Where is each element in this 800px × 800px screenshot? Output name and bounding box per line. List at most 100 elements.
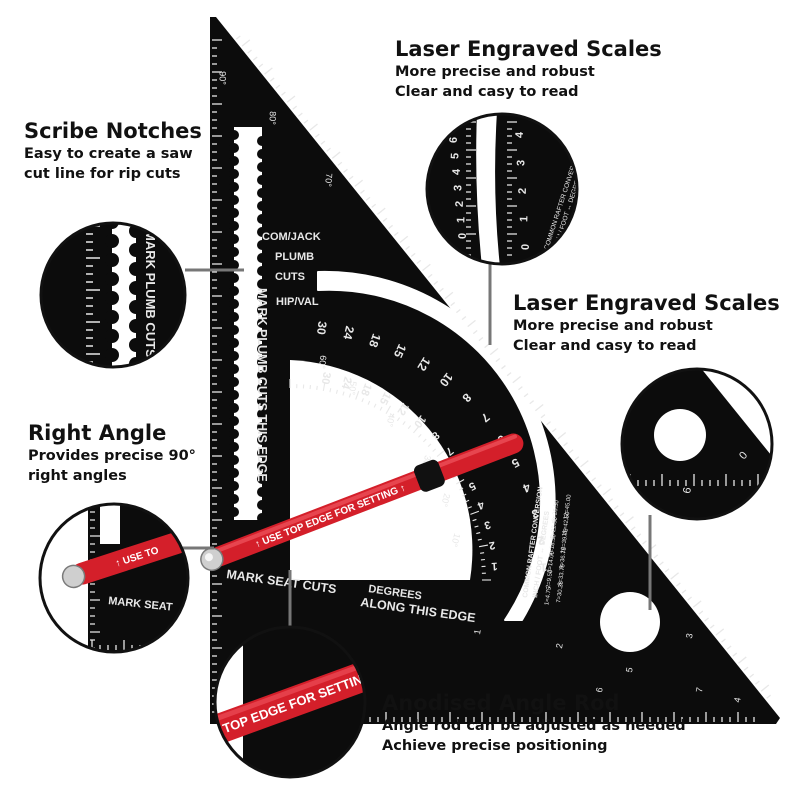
arc-tick xyxy=(474,525,479,528)
notch-tooth-left xyxy=(229,338,239,348)
notch-tooth-right xyxy=(257,253,267,263)
notch-tooth-left xyxy=(229,429,239,439)
connector-lines xyxy=(178,263,652,628)
scale-inner-number: 15 xyxy=(377,390,393,406)
hypotenuse-tick xyxy=(309,123,318,131)
hypotenuse-tick xyxy=(478,337,484,342)
hypotenuse-tick xyxy=(715,628,725,636)
hypotenuse-tick xyxy=(427,273,433,279)
rod-knob[interactable] xyxy=(412,458,446,493)
notch-tooth-right xyxy=(257,292,267,302)
hypotenuse-tick xyxy=(337,161,343,166)
notch-tooth-left xyxy=(229,442,239,452)
notch-tooth-left xyxy=(229,312,239,322)
inset-laser-num: 0 xyxy=(457,233,469,240)
notch-tooth-left xyxy=(229,156,239,166)
hypotenuse-tick xyxy=(258,63,264,68)
hypotenuse-tick xyxy=(444,291,454,300)
inset-laser-num: 5 xyxy=(449,153,461,160)
arc-tick xyxy=(348,393,352,398)
hypotenuse-tick xyxy=(286,95,296,103)
hypotenuse-tick xyxy=(619,512,625,517)
notch-tooth-right xyxy=(257,188,267,198)
arc-tick xyxy=(427,443,432,448)
hypotenuse-tick xyxy=(563,442,568,447)
hypotenuse-tick xyxy=(636,533,642,538)
arc-tick xyxy=(322,381,326,392)
hypotenuse-tick xyxy=(664,568,670,573)
notch-tooth-right xyxy=(257,240,267,250)
arc-slot xyxy=(317,270,556,621)
hypotenuse-tick xyxy=(388,224,393,229)
arc-tick xyxy=(329,388,332,393)
notch-tooth-left xyxy=(229,169,239,179)
scale-inner-number: 3 xyxy=(483,518,492,531)
notch-tooth-left xyxy=(229,416,239,426)
hypotenuse-tick xyxy=(602,488,612,496)
scale-outer-number: 18 xyxy=(366,332,384,350)
hypotenuse-tick xyxy=(501,365,506,370)
arc-tick xyxy=(407,425,412,430)
hypotenuse-tick xyxy=(247,49,252,54)
hypotenuse-tick xyxy=(354,179,364,187)
inset-angle-rod: TOP EDGE FOR SETTIN xyxy=(213,625,367,779)
scale-inner-number: 18 xyxy=(358,382,374,398)
conversion-row: 7=30.25 xyxy=(556,580,565,603)
arc-tick xyxy=(373,403,377,408)
inset-notch-tooth xyxy=(129,281,143,295)
conversion-row: 12=45.00 xyxy=(563,494,573,520)
label-com-jack: COM/JACK xyxy=(262,231,321,243)
inset-hole-num-6: 6 xyxy=(681,486,694,494)
conversion-row: 3=14.00 xyxy=(547,550,556,573)
hypotenuse-tick xyxy=(754,680,760,685)
ruler-number: 3 xyxy=(684,633,695,640)
conversion-row: 9=36.75 xyxy=(559,546,568,569)
inset-laser-num: 2 xyxy=(454,201,466,208)
arc-tick xyxy=(379,406,383,411)
hypotenuse-tick xyxy=(608,498,614,503)
arc-tick xyxy=(385,405,391,414)
notch-tooth-left xyxy=(229,299,239,309)
callout-laser-mid-line1: More precise and robust xyxy=(513,318,713,334)
arc-tick xyxy=(418,433,422,438)
notch-tooth-left xyxy=(229,377,239,387)
hypotenuse-tick xyxy=(546,421,551,426)
conversion-row: 4=18.50 xyxy=(549,533,558,556)
hypotenuse-tick xyxy=(557,432,567,440)
hypotenuse-tick xyxy=(314,133,320,138)
notch-tooth-left xyxy=(229,234,239,244)
scale-outer-number: 2 xyxy=(536,533,545,548)
callout-laser-top: Laser Engraved Scales More precise and r… xyxy=(395,36,662,102)
hypotenuse-tick xyxy=(518,386,523,391)
degree-mark: 60° xyxy=(317,355,328,370)
hypotenuse-tick xyxy=(659,561,664,566)
scale-outer-number: 15 xyxy=(391,342,410,360)
callout-scribe-line1: Easy to create a saw xyxy=(24,146,193,162)
hypotenuse-tick xyxy=(275,84,281,89)
notch-tooth-left xyxy=(229,364,239,374)
hypotenuse-tick xyxy=(642,540,647,545)
callout-laser-top-line2: Clear and casy to read xyxy=(395,84,579,100)
hypotenuse-tick xyxy=(416,259,422,265)
hypotenuse-tick xyxy=(467,319,476,328)
ruler-number: 1 xyxy=(472,629,483,636)
hypotenuse-tick xyxy=(585,470,591,475)
notch-tooth-right xyxy=(257,500,267,510)
inset-notch-tooth xyxy=(129,300,143,314)
label-hip-val: HIP/VAL xyxy=(276,296,319,308)
notch-tooth-right xyxy=(257,474,267,484)
hypotenuse-tick xyxy=(360,189,365,194)
callout-laser-top-line1: More precise and robust xyxy=(395,64,595,80)
arc-tick xyxy=(355,390,360,400)
inner-window xyxy=(290,360,473,580)
arc-tick xyxy=(452,475,457,479)
notch-tooth-left xyxy=(229,143,239,153)
hypotenuse-tick xyxy=(292,105,298,110)
rod-body xyxy=(209,433,524,567)
conversion-row: 8=33.75 xyxy=(558,563,567,586)
arc-tick xyxy=(465,499,470,503)
ruler-number: 4 xyxy=(732,697,743,704)
notch-tooth-right xyxy=(257,279,267,289)
inset-notch-tooth xyxy=(129,262,143,276)
hypotenuse-tick xyxy=(320,140,326,145)
